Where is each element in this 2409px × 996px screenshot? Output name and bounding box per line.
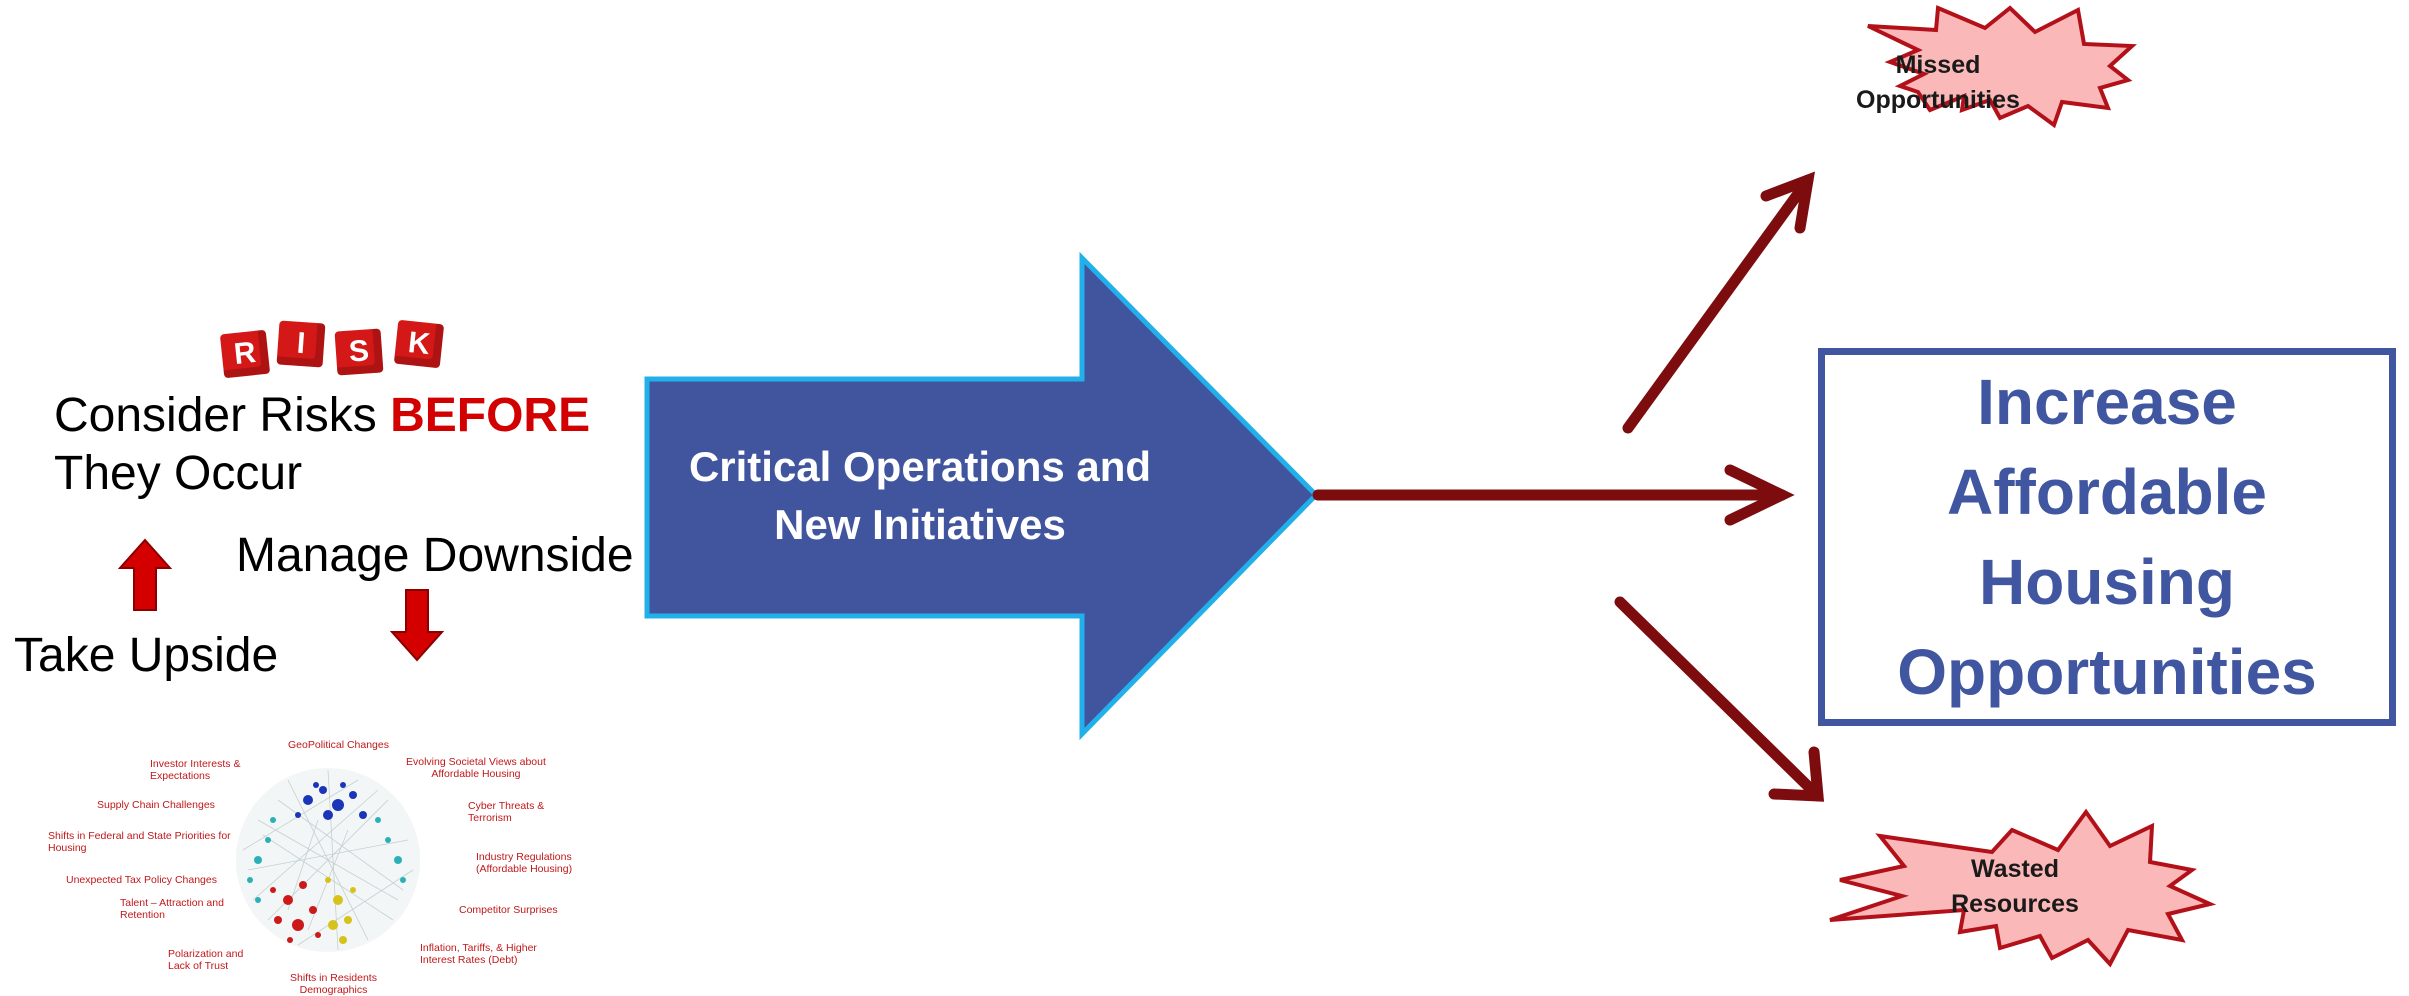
consider-risks-text: Consider Risks BEFORE bbox=[54, 388, 590, 443]
manage-downside-text: Manage Downside bbox=[236, 529, 634, 582]
label-polarization: Polarization and Lack of Trust bbox=[168, 948, 244, 972]
label-tax: Unexpected Tax Policy Changes bbox=[66, 874, 217, 886]
wasted-resources-label: Wasted Resources bbox=[1951, 855, 2079, 918]
goal-text: Increase Affordable Housing Opportunitie… bbox=[1897, 366, 2317, 708]
before-emphasis: BEFORE bbox=[390, 389, 591, 442]
consider-prefix: Consider Risks bbox=[54, 389, 391, 442]
up-arrow-icon bbox=[118, 538, 172, 611]
label-industry: Industry Regulations (Affordable Housing… bbox=[476, 851, 573, 875]
label-inflation: Inflation, Tariffs, & Higher Interest Ra… bbox=[420, 942, 537, 966]
critical-operations-text: Critical Operations and New Initiatives bbox=[688, 443, 1152, 548]
missed-burst-shape bbox=[1867, 5, 2137, 129]
label-geopolitical: GeoPolitical Changes bbox=[288, 739, 389, 751]
wasted-burst-shape bbox=[1829, 808, 2217, 968]
label-competitor: Competitor Surprises bbox=[459, 904, 558, 916]
label-federal: Shifts in Federal and State Priorities f… bbox=[48, 830, 231, 854]
label-investor: Investor Interests & Expectations bbox=[150, 758, 241, 782]
label-societal: Evolving Societal Views about Affordable… bbox=[406, 756, 546, 780]
down-arrow-icon bbox=[390, 589, 444, 662]
they-occur-text: They Occur bbox=[54, 447, 303, 500]
goal-box: Increase Affordable Housing Opportunitie… bbox=[1818, 348, 2396, 726]
critical-operations-label: Critical Operations and New Initiatives bbox=[646, 438, 1194, 554]
missed-opportunities-label: Missed Opportunities bbox=[1856, 51, 2020, 114]
big-arrow-shape bbox=[644, 251, 1320, 741]
label-demographics: Shifts in Residents Demographics bbox=[290, 972, 377, 996]
label-talent: Talent – Attraction and Retention bbox=[120, 897, 224, 921]
label-supply: Supply Chain Challenges bbox=[97, 799, 215, 811]
take-upside-text: Take Upside bbox=[14, 629, 279, 682]
outcome-arrows bbox=[1312, 171, 1825, 802]
risk-network-graph bbox=[236, 768, 420, 952]
label-cyber: Cyber Threats & Terrorism bbox=[468, 800, 545, 824]
